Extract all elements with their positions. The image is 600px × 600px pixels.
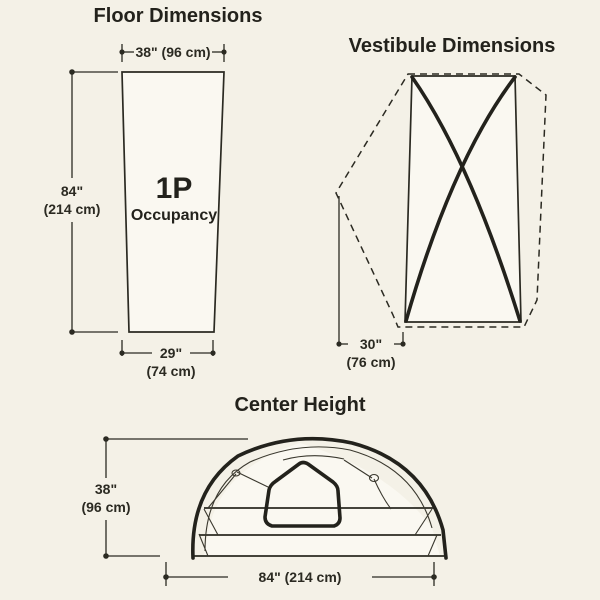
floor-dimensions-panel: Floor Dimensions 38" (96 cm) 84" (214 cm… (44, 5, 263, 379)
tent-strut-left (203, 508, 219, 536)
tent-seam-right-upper (343, 459, 373, 479)
tent-inner-canopy-arc (204, 446, 433, 552)
vestibule-depth-label-cm: (76 cm) (346, 354, 395, 370)
occupancy-label: Occupancy (131, 207, 217, 224)
vestibule-panel-title: Vestibule Dimensions (349, 35, 556, 57)
center-height-panel-title: Center Height (234, 394, 365, 416)
floor-top-width-label: 38" (96 cm) (135, 44, 210, 60)
tent-strut-left-lower (198, 533, 209, 557)
center-width-label: 84" (214 cm) (259, 569, 342, 585)
center-height-dimension: 38" (96 cm) (81, 436, 248, 559)
tent-door-pentagon (263, 460, 342, 528)
vestibule-inner-body-fill (405, 76, 521, 322)
tent-strut-right (414, 508, 433, 536)
tent-seam-top (282, 455, 345, 461)
floor-bottom-width-label-cm: (74 cm) (146, 363, 195, 379)
tent-seam-right-lower (373, 478, 392, 510)
floor-shape-fill (122, 72, 224, 332)
center-height-label-cm: (96 cm) (81, 499, 130, 515)
floor-panel-title: Floor Dimensions (94, 5, 263, 27)
tent-dome-arc (191, 436, 448, 560)
center-height-label-inches: 38" (95, 481, 117, 497)
vestibule-pole-right (404, 75, 517, 323)
floor-shape-outline (121, 71, 225, 333)
tent-pole-joint-right (368, 473, 380, 483)
floor-bottom-width-dimension: 29" (74 cm) (119, 340, 216, 379)
tent-strut-right-lower (427, 534, 438, 557)
vestibule-outer-footprint (335, 73, 547, 328)
center-width-dimension: 84" (214 cm) (163, 562, 437, 586)
floor-bottom-width-label-inches: 29" (160, 345, 182, 361)
floor-height-dimension: 84" (214 cm) (44, 69, 118, 335)
tent-pole-joint-left (231, 469, 241, 477)
tent-seam-left-lower (207, 473, 237, 509)
vestibule-pole-left (410, 75, 522, 323)
occupancy-count: 1P (156, 172, 193, 205)
floor-height-label-inches: 84" (61, 183, 83, 199)
vestibule-depth-dimension: 30" (76 cm) (336, 196, 406, 370)
tent-profile-fill (204, 443, 440, 556)
center-height-panel: Center Height (81, 394, 448, 586)
floor-height-label-cm: (214 cm) (44, 201, 101, 217)
vestibule-dimensions-panel: Vestibule Dimensions 30" (76 cm) (335, 35, 556, 370)
tent-seam-left-upper (236, 471, 269, 488)
vestibule-depth-label-inches: 30" (360, 336, 382, 352)
floor-top-width-dimension: 38" (96 cm) (119, 44, 227, 62)
